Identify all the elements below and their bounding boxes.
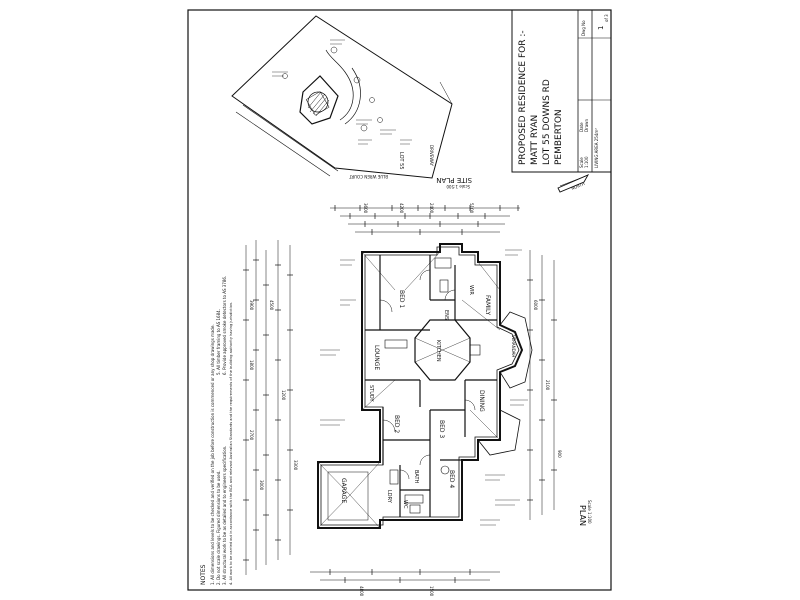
drawn-label: Drawn [584, 119, 589, 132]
outer-walls [317, 243, 524, 529]
dim-label: 1200 [281, 390, 286, 401]
dim-label: 4500 [269, 300, 274, 311]
room-label: BED 3 [438, 420, 445, 438]
room-label: DINING [478, 390, 485, 412]
plan-title: PLAN [578, 505, 587, 526]
site-plan-title: SITE PLAN [436, 176, 472, 184]
site-plan [231, 15, 453, 179]
dim-label: 2400 [429, 203, 434, 214]
note-item: 6. Provide approved smoke detectors to A… [222, 276, 227, 375]
scale-label: Scale [579, 157, 584, 168]
date-label: Date [579, 122, 584, 132]
floor-plan [317, 243, 533, 529]
north-arrow: NORTH [557, 174, 590, 193]
plan-scale: Scale 1:100 [587, 500, 592, 524]
room-label: VERANDAH [511, 335, 516, 357]
dim-label: 2100 [545, 380, 550, 391]
room-label: GARAGE [340, 478, 347, 503]
verandah-bay [499, 311, 533, 389]
sheet-number: 1 [597, 26, 605, 30]
living-area: LIVING AREA 254m² [594, 128, 599, 168]
room-label: LOUNGE [373, 345, 380, 370]
room-label: STUDY [368, 385, 374, 402]
dim-label: 1800 [249, 360, 254, 371]
dim-label: 4200 [399, 203, 404, 214]
room-label: BATH [413, 470, 419, 484]
note-item: 4. All work to be carried out in accorda… [229, 302, 233, 585]
dwg-no-label: Dwg No [581, 20, 586, 36]
dim-label: 900 [557, 450, 562, 458]
dim-label: 2700 [249, 430, 254, 441]
dim-label: 6000 [533, 300, 538, 311]
note-item: 3. All structural work to be as detailed… [222, 446, 227, 585]
project-line-3: LOT 55 DOWNS RD [542, 79, 552, 165]
dim-label: 3600 [363, 203, 368, 214]
site-access-label: DRIVEWAY [429, 145, 434, 166]
note-item: 5. All timber framing to AS 1684. [216, 309, 221, 375]
site-plan-scale: Scale 1:500 [446, 184, 470, 189]
dim-label: 1500 [429, 586, 434, 597]
notes-heading: NOTES [200, 564, 207, 585]
room-label: BED 4 [448, 470, 455, 488]
notes: NOTES 1. All dimensions and levels to be… [200, 276, 233, 585]
dim-label: 5100 [469, 203, 474, 214]
site-house [299, 75, 339, 125]
site-road [235, 111, 331, 177]
dim-label: 3900 [249, 300, 254, 311]
project-line-4: PEMBERTON [554, 109, 564, 165]
room-label: WC [402, 500, 408, 509]
dim-label: 4800 [359, 586, 364, 597]
note-item: 1. All dimensions and levels to be check… [210, 324, 215, 585]
garage-car [327, 471, 369, 521]
site-boundary [231, 15, 453, 179]
annotation-scribbles [320, 249, 528, 526]
room-label: WIR [468, 285, 474, 295]
sheet-border [187, 9, 612, 591]
dimension-strings [243, 205, 557, 583]
room-label: BED 1 [398, 290, 405, 308]
dim-label: 3000 [259, 480, 264, 491]
project-line-1: PROPOSED RESIDENCE FOR :- [518, 30, 528, 165]
scale-value: 1:100 [584, 156, 589, 168]
bay-feature [414, 319, 471, 381]
room-label: KITCHEN [435, 340, 441, 362]
room-labels: BED 1 ENS WIR LOUNGE KITCHEN DINING FAMI… [340, 285, 516, 509]
room-label: ENS [443, 310, 449, 320]
room-label: LDRY [386, 490, 392, 504]
note-item: 2. Do not scale drawings. Figured dimens… [216, 470, 221, 585]
site-driveway [325, 49, 354, 121]
dim-label: 3300 [293, 460, 298, 471]
project-line-2: MATT RYAN [530, 115, 540, 165]
sheet-of: of 3 [604, 14, 609, 22]
site-lot-label: LOT 55 [398, 152, 404, 170]
north-label: NORTH [571, 181, 586, 191]
dimension-labels: 3600 4200 2400 5100 3900 1800 2700 3000 … [249, 203, 562, 597]
title-block: PROPOSED RESIDENCE FOR :- MATT RYAN LOT … [511, 9, 612, 173]
room-label: BED 2 [393, 415, 400, 433]
site-road-label: BLUE WREN COURT [349, 174, 388, 179]
room-label: FAMILY [484, 295, 491, 315]
